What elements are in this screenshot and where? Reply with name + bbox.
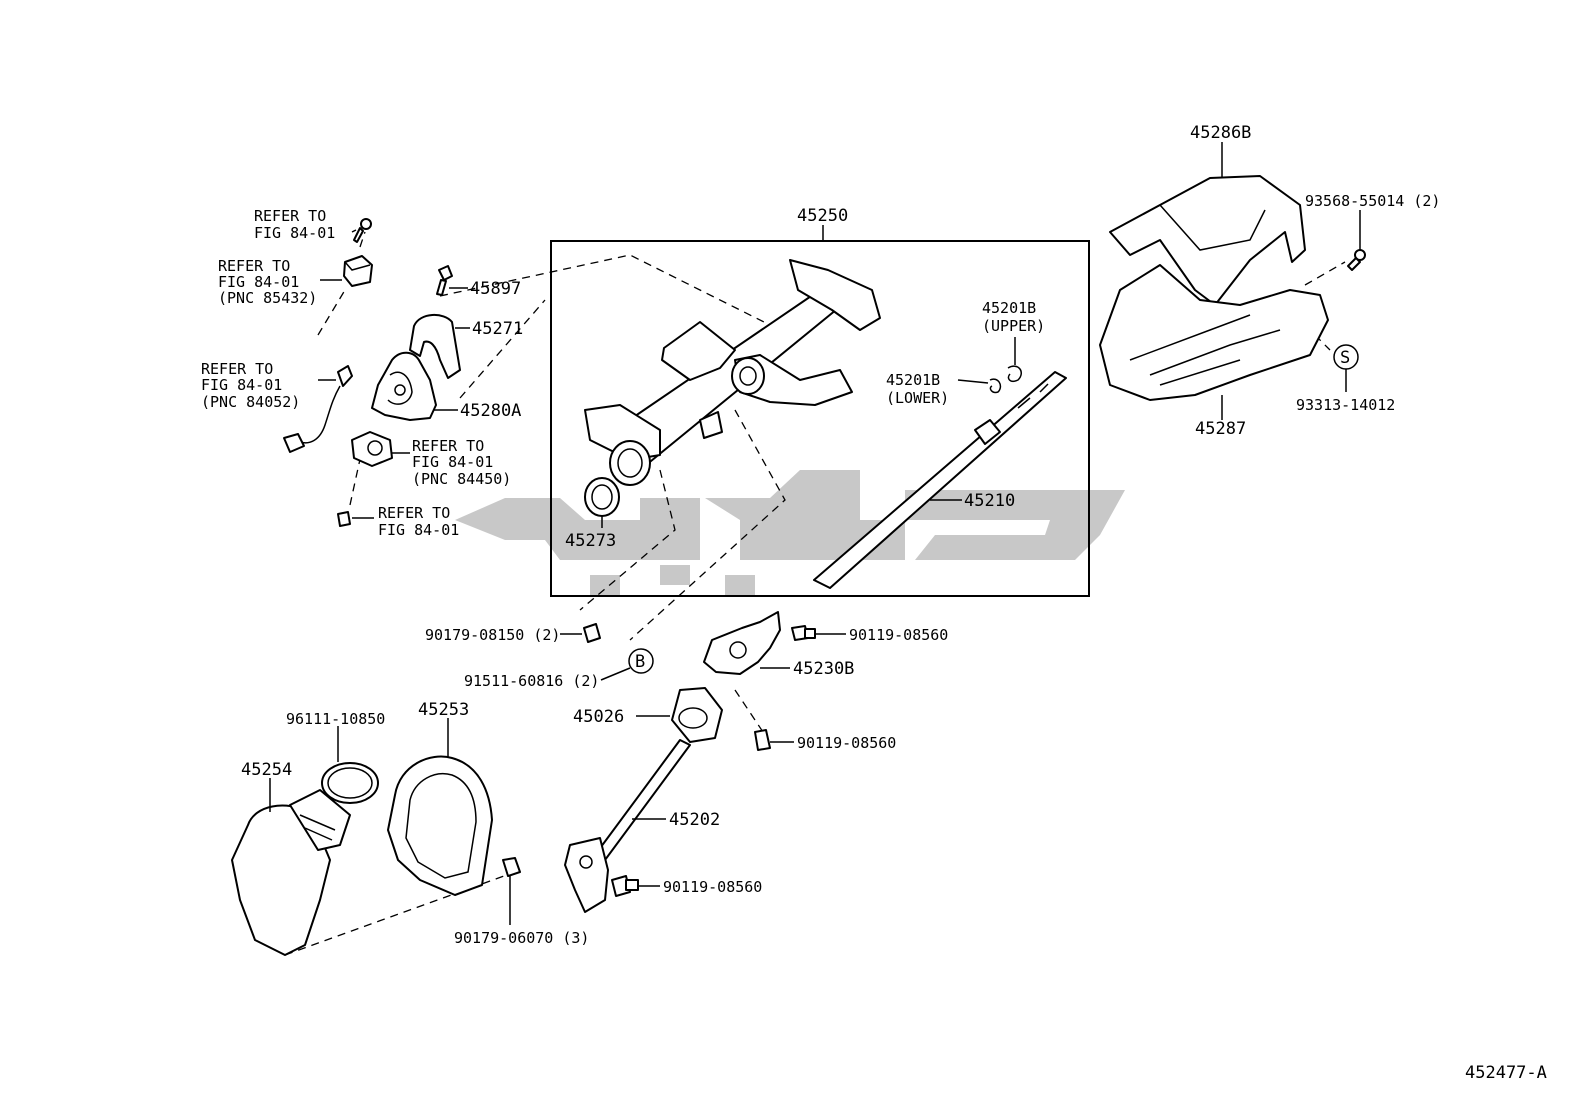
- part-90119-08560-bolt-b: 90119-08560: [754, 729, 896, 752]
- part-45230B-joint: 45230B: [703, 611, 854, 679]
- part-93313-14012-screw: S 93313-14012: [1296, 344, 1395, 414]
- figure-code: 452477-A: [1465, 1063, 1547, 1083]
- label-90119-08560-c: 90119-08560: [663, 878, 762, 896]
- label-45273: 45273: [565, 531, 616, 551]
- circle-b-symbol: [628, 648, 654, 674]
- label-96111-10850: 96111-10850: [286, 710, 385, 728]
- part-45271-bracket: 45271: [409, 314, 523, 379]
- svg-text:REFER TO: REFER TO: [378, 504, 450, 522]
- label-93313-14012: 93313-14012: [1296, 396, 1395, 414]
- part-91511-60816-bolt: B 91511-60816 (2): [464, 648, 654, 690]
- refer-label-5: REFER TO FIG 84-01: [378, 504, 459, 539]
- svg-text:FIG 84-01: FIG 84-01: [378, 521, 459, 539]
- label-45280A: 45280A: [460, 401, 521, 421]
- label-93568-55014: 93568-55014 (2): [1305, 192, 1440, 210]
- svg-text:FIG 84-01: FIG 84-01: [254, 224, 335, 242]
- label-90179-06070: 90179-06070 (3): [454, 929, 589, 947]
- label-45253: 45253: [418, 700, 469, 720]
- part-45026-seal: 45026: [573, 687, 723, 743]
- part-45254-boot: 45254: [231, 760, 351, 956]
- label-45287: 45287: [1195, 419, 1246, 439]
- part-90179-08150-nut: 90179-08150 (2): [425, 623, 601, 644]
- svg-text:(PNC 85432): (PNC 85432): [218, 289, 317, 307]
- label-45230B: 45230B: [793, 659, 854, 679]
- label-45210: 45210: [964, 491, 1015, 511]
- label-91511-60816: 91511-60816 (2): [464, 672, 599, 690]
- svg-text:FIG 84-01: FIG 84-01: [218, 273, 299, 291]
- part-96111-10850-ring: 96111-10850: [286, 710, 385, 804]
- label-45201B-upper: 45201B: [982, 299, 1036, 317]
- svg-text:FIG 84-01: FIG 84-01: [412, 453, 493, 471]
- label-45286B: 45286B: [1190, 123, 1251, 143]
- svg-text:(PNC 84052): (PNC 84052): [201, 393, 300, 411]
- refer-label-1: REFER TO FIG 84-01: [254, 207, 335, 242]
- label-45026: 45026: [573, 707, 624, 727]
- part-steering-column-tube: [584, 259, 881, 486]
- part-90119-08560-bolt-a: 90119-08560: [791, 625, 948, 644]
- part-45273-bearing: 45273: [565, 477, 620, 551]
- part-45201B-upper: 45201B (UPPER): [982, 299, 1045, 383]
- sensor-pnc-84052: [283, 365, 353, 453]
- label-45897: 45897: [470, 279, 521, 299]
- assembly-box-45250: [550, 240, 1090, 597]
- label-45201B-upper-note: (UPPER): [982, 317, 1045, 335]
- connector-pnc-85432: [320, 255, 373, 287]
- part-45286B-upper-cover: 45286B: [1109, 123, 1306, 306]
- svg-text:REFER TO: REFER TO: [412, 437, 484, 455]
- part-45280A-housing: 45280A: [371, 351, 521, 421]
- svg-text:FIG 84-01: FIG 84-01: [201, 376, 282, 394]
- part-45201B-lower: 45201B (LOWER): [886, 371, 1002, 407]
- svg-text:(PNC 84450): (PNC 84450): [412, 470, 511, 488]
- part-45253-gasket: 45253: [387, 700, 493, 896]
- svg-text:B: B: [635, 652, 645, 672]
- ignition-switch-pnc-84450: [351, 431, 410, 467]
- label-45201B-lower: 45201B: [886, 371, 940, 389]
- screw-ref5: [337, 511, 374, 527]
- label-45201B-lower-note: (LOWER): [886, 389, 949, 407]
- watermark-logo: [455, 470, 1125, 595]
- label-45271: 45271: [472, 319, 523, 339]
- part-93568-55014-screw: 93568-55014 (2): [1305, 192, 1440, 271]
- part-45897-screw: 45897: [436, 265, 521, 299]
- label-90119-08560-b: 90119-08560: [797, 734, 896, 752]
- screw-ref1: [351, 218, 372, 243]
- part-45210-shaft: 45210: [813, 371, 1067, 589]
- refer-label-3: REFER TO FIG 84-01 (PNC 84052): [201, 360, 300, 411]
- label-45250: 45250: [797, 206, 848, 226]
- label-45254: 45254: [241, 760, 292, 780]
- label-90179-08150: 90179-08150 (2): [425, 626, 560, 644]
- part-90119-08560-bolt-c: 90119-08560: [611, 875, 762, 897]
- refer-label-2: REFER TO FIG 84-01 (PNC 85432): [218, 257, 317, 307]
- label-90119-08560-a: 90119-08560: [849, 626, 948, 644]
- refer-label-4: REFER TO FIG 84-01 (PNC 84450): [412, 437, 511, 488]
- part-45287-lower-cover: 45287: [1099, 264, 1329, 439]
- label-45202: 45202: [669, 810, 720, 830]
- svg-text:REFER TO: REFER TO: [201, 360, 273, 378]
- part-90179-06070-nut: 90179-06070 (3): [454, 857, 589, 947]
- part-45202-intermediate-shaft: 45202: [564, 739, 720, 913]
- svg-text:REFER TO: REFER TO: [254, 207, 326, 225]
- svg-text:S: S: [1340, 348, 1350, 368]
- svg-text:REFER TO: REFER TO: [218, 257, 290, 275]
